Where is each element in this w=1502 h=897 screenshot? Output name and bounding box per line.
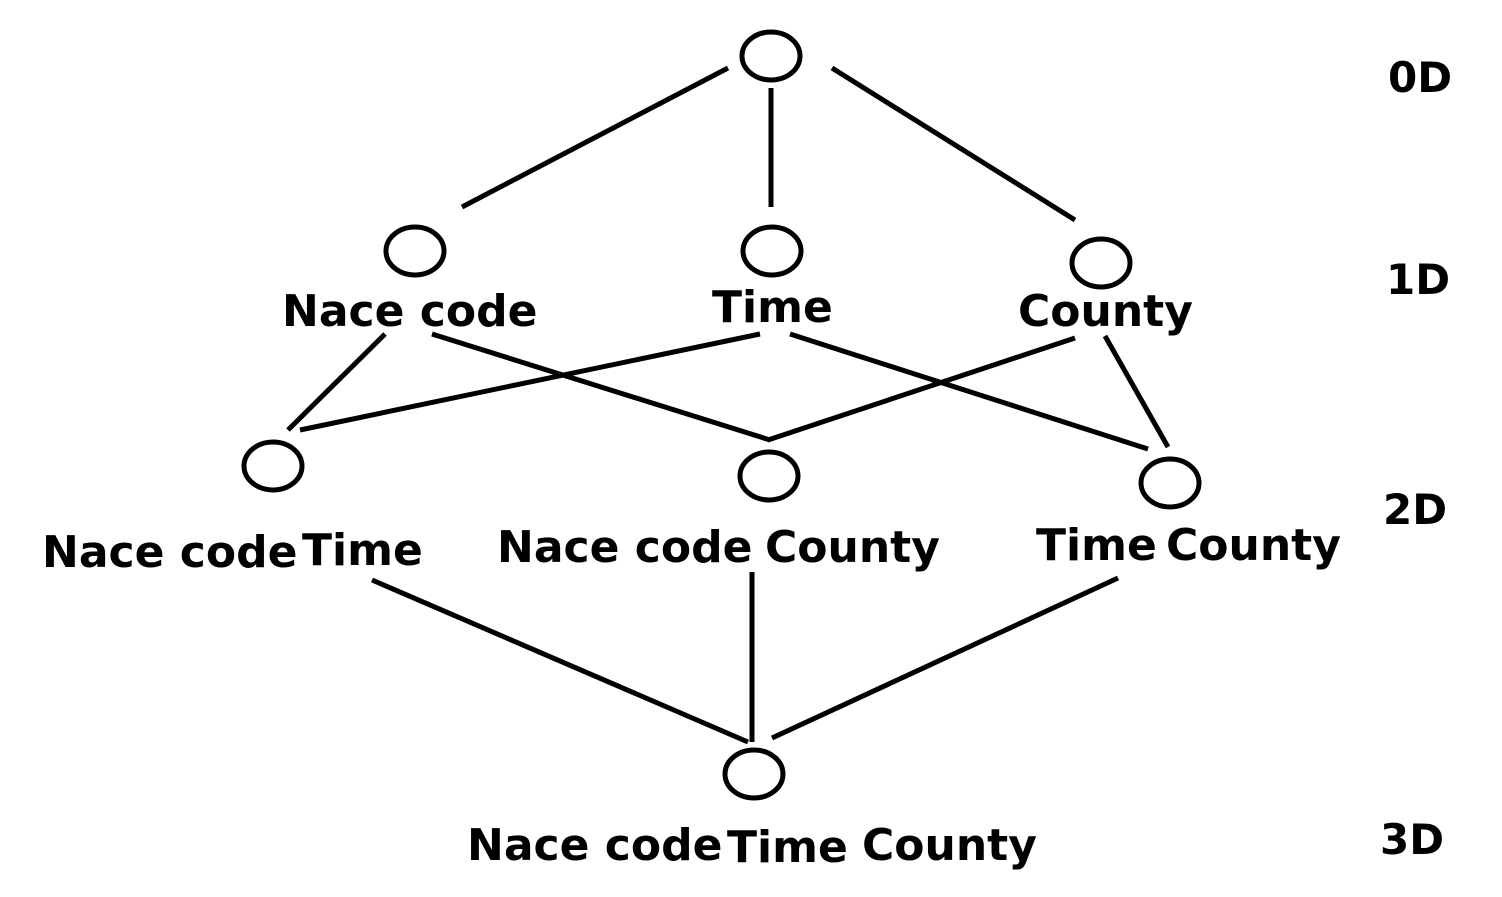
edge-time-time-county xyxy=(789,331,1149,452)
edge-apex-nace xyxy=(460,65,730,210)
node-nace xyxy=(383,224,447,278)
label-nace-county-b: County xyxy=(765,522,940,573)
edge-nace-nace-time xyxy=(286,332,387,432)
node-county xyxy=(1069,236,1133,290)
label-all-b: Time xyxy=(727,822,848,873)
label-nace-time-b: Time xyxy=(302,525,423,576)
label-time-county-b: County xyxy=(1166,520,1341,571)
edge-apex-county xyxy=(830,65,1077,223)
label-time-county-a: Time xyxy=(1036,520,1157,571)
node-time-county xyxy=(1138,456,1202,510)
level-0d: 0D xyxy=(1388,53,1452,102)
level-1d: 1D xyxy=(1386,255,1450,304)
edge-time-county-all xyxy=(770,575,1120,741)
label-county: County xyxy=(1018,286,1193,337)
node-nace-time xyxy=(241,439,305,493)
node-time xyxy=(740,224,804,278)
edge-county-time-county xyxy=(1102,334,1171,449)
label-all-c: County xyxy=(862,820,1037,871)
label-nace-time-a: Nace code xyxy=(42,527,297,578)
label-nace: Nace code xyxy=(282,286,537,337)
node-apex xyxy=(739,29,803,83)
level-2d: 2D xyxy=(1383,485,1447,534)
edge-nace-time-all xyxy=(371,577,749,745)
label-all-a: Nace code xyxy=(467,820,722,871)
edge-nace-nace-county xyxy=(431,331,771,443)
edge-county-nace-county xyxy=(767,335,1076,443)
node-all xyxy=(722,747,786,801)
node-nace-county xyxy=(737,449,801,503)
label-time: Time xyxy=(712,282,833,333)
label-nace-county-a: Nace code xyxy=(497,522,752,573)
edge-time-nace-time xyxy=(299,331,761,433)
level-3d: 3D xyxy=(1380,815,1444,864)
